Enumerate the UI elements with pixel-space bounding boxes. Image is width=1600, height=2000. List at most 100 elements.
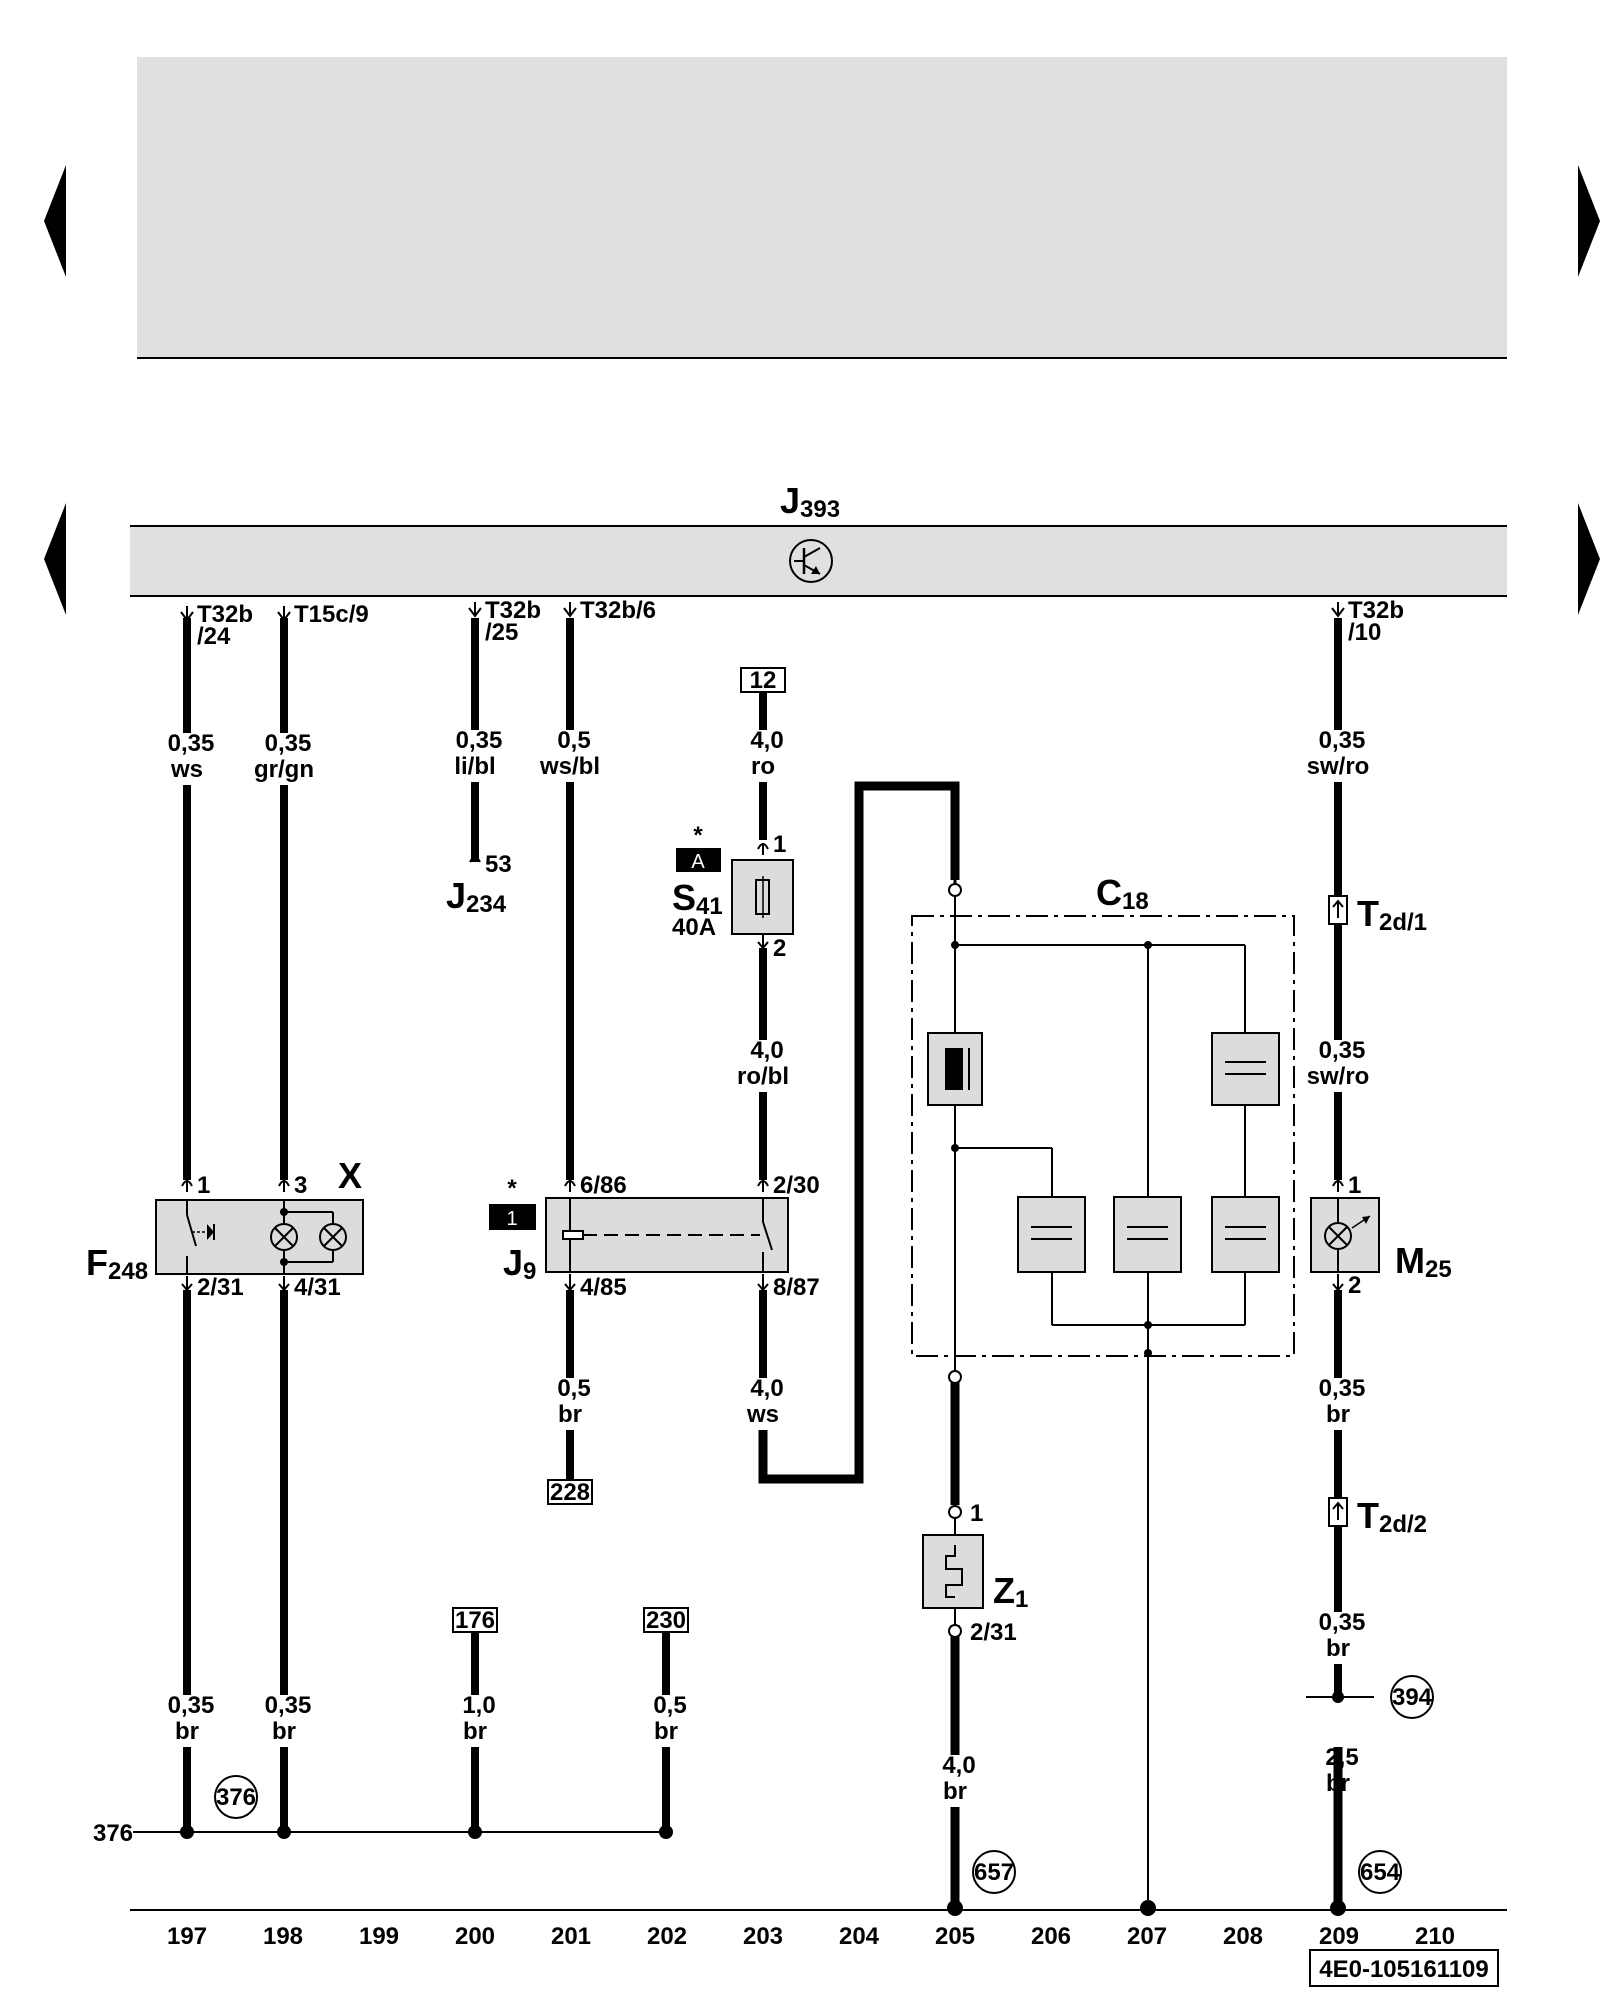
component-z1: 1 2/31 Z1 (922, 1500, 1028, 1646)
transistor-icon (789, 539, 833, 583)
next-page-arrow-top[interactable] (1578, 165, 1600, 277)
doc-id: 4E0-105161109 (1319, 1956, 1489, 1983)
component-f248-x: 1 3 X 2/31 4/31 F248 (86, 1155, 364, 1301)
ref-230[interactable]: 230 (646, 1607, 686, 1634)
scale-label: 202 (647, 1923, 687, 1950)
component-c18: C18 (911, 872, 1295, 1384)
t2d2-letter: T (1357, 1495, 1379, 1536)
connector-t2d2: T2d/2 (1328, 1495, 1427, 1538)
scale-label: 198 (263, 1923, 303, 1950)
j9-pin-br: 8/87 (773, 1274, 820, 1301)
svg-text:Z1: Z1 (993, 1570, 1028, 1613)
x-pin-bottom: 4/31 (294, 1274, 341, 1301)
svg-text:C18: C18 (1096, 872, 1149, 915)
wire-209a-color: sw/ro (1307, 753, 1370, 780)
scale-label: 205 (935, 1923, 975, 1950)
prev-page-arrow-bottom[interactable] (44, 503, 66, 615)
j9-star: * (507, 1175, 517, 1202)
prev-page-arrow-top[interactable] (44, 165, 66, 277)
wire-203b-size: 4,0 (750, 1037, 783, 1064)
z1-letter: Z (993, 1570, 1015, 1611)
x-pin-top: 3 (294, 1172, 307, 1199)
svg-text:T2d/1: T2d/1 (1357, 893, 1427, 936)
j9-sub: 9 (523, 1258, 536, 1285)
wire-209d-color: br (1326, 1635, 1350, 1662)
s41-rating: 40A (672, 914, 716, 941)
next-page-arrow-bottom[interactable] (1578, 503, 1600, 615)
lamp-icon (319, 1223, 347, 1251)
scale-label: 209 (1319, 1923, 1359, 1950)
wire-201a-color: ws/bl (539, 753, 600, 780)
t2d2-sub: 2d/2 (1379, 1511, 1427, 1538)
wire-209a-size: 0,35 (1319, 727, 1366, 754)
connector-201-line1: T32b/6 (580, 597, 656, 624)
wire-203c-size: 4,0 (750, 1375, 783, 1402)
m25-letter: M (1395, 1240, 1425, 1281)
j234-pin: 53 (485, 851, 512, 878)
wire-209e-size: 2,5 (1325, 1744, 1358, 1771)
connector-201: T32b/6 (563, 597, 656, 624)
s41-tag: A (691, 851, 705, 873)
component-m25: 1 2 M25 (1310, 1172, 1452, 1299)
wire-198b-color: br (272, 1718, 296, 1745)
t2d1-letter: T (1357, 893, 1379, 934)
wire-205b-size: 4,0 (942, 1752, 975, 1779)
connector-198-line1: T15c/9 (294, 601, 369, 628)
scale-label: 208 (1223, 1923, 1263, 1950)
svg-text:J9: J9 (503, 1242, 536, 1285)
m25-pin-top: 1 (1348, 1172, 1361, 1199)
wire-201a-size: 0,5 (557, 727, 590, 754)
wire-209b-size: 0,35 (1319, 1037, 1366, 1064)
ref-12[interactable]: 12 (750, 667, 777, 694)
component-j234: 53 J234 (446, 851, 512, 918)
wire-202b-color: br (654, 1718, 678, 1745)
ground-394[interactable]: 394 (1392, 1684, 1433, 1711)
wire-202b-size: 0,5 (653, 1692, 686, 1719)
connector-198: T15c/9 (277, 601, 369, 628)
connector-209-line2: /10 (1348, 619, 1381, 646)
module-j393-letter: J (780, 480, 800, 521)
z1-sub: 1 (1015, 1586, 1028, 1613)
wire-198b-size: 0,35 (265, 1692, 312, 1719)
reference-boxes: 12 228 176 230 (452, 667, 786, 1634)
scale-label: 203 (743, 1923, 783, 1950)
wire-197b-size: 0,35 (168, 1692, 215, 1719)
s41-letter: S (672, 877, 696, 918)
wire-209d-size: 0,35 (1319, 1609, 1366, 1636)
scale-label: 201 (551, 1923, 591, 1950)
upper-panel (137, 57, 1507, 359)
wire-200b-color: br (463, 1718, 487, 1745)
wire-197b-color: br (175, 1718, 199, 1745)
ref-228[interactable]: 228 (550, 1479, 590, 1506)
connector-200: T32b /25 (468, 597, 541, 646)
j9-pin-bl: 4/85 (580, 1274, 627, 1301)
wire-205b-color: br (943, 1778, 967, 1805)
wire-200a-size: 0,35 (456, 727, 503, 754)
connector-197-line2: /24 (197, 623, 231, 650)
ground-654[interactable]: 654 (1360, 1859, 1401, 1886)
ground-376[interactable]: 376 (216, 1784, 256, 1811)
connector-t2d1: T2d/1 (1328, 893, 1427, 936)
s41-sub: 41 (696, 893, 723, 920)
svg-text:S41: S41 (672, 877, 723, 920)
connector-200-line1: T32b (485, 597, 541, 624)
wire-200a-color: li/bl (454, 753, 495, 780)
s41-pin-top: 1 (773, 831, 786, 858)
z1-pin-bottom: 2/31 (970, 1619, 1017, 1646)
scale-label: 206 (1031, 1923, 1071, 1950)
connector-209: T32b /10 (1331, 597, 1404, 646)
module-j393: J393 (130, 480, 1507, 597)
lamp-icon (270, 1223, 298, 1251)
connector-197: T32b /24 (180, 601, 253, 650)
wire-201b-color: br (558, 1401, 582, 1428)
f248-letter: F (86, 1242, 108, 1283)
connector-200-line2: /25 (485, 619, 518, 646)
svg-text:M25: M25 (1395, 1240, 1452, 1283)
scale-label: 200 (455, 1923, 495, 1950)
module-j393-sub: 393 (800, 496, 840, 523)
connector-209-line1: T32b (1348, 597, 1404, 624)
ground-657[interactable]: 657 (974, 1859, 1014, 1886)
ref-176[interactable]: 176 (455, 1607, 495, 1634)
